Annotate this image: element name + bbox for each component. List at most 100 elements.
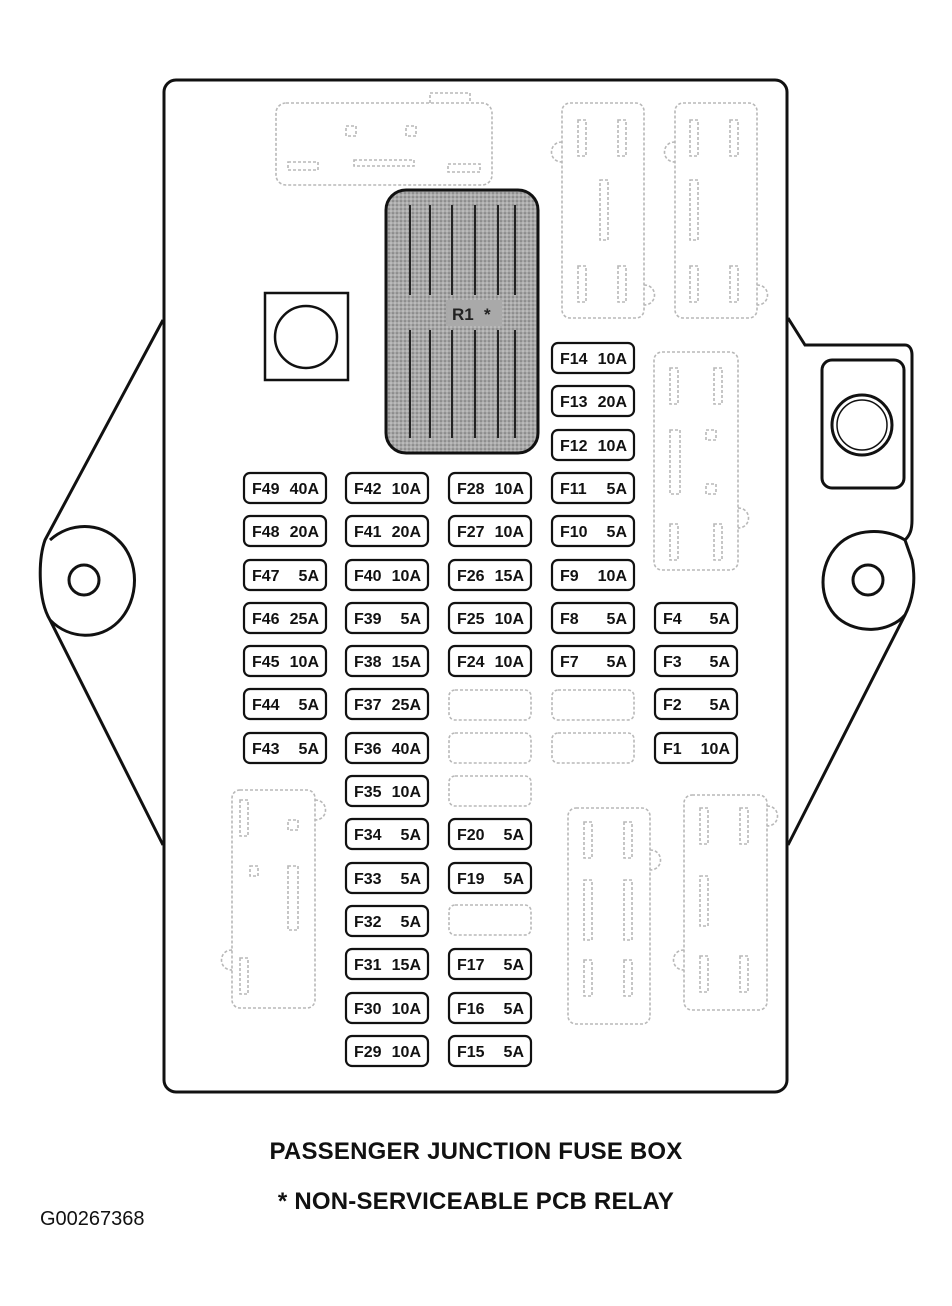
- fuse-rating: 5A: [710, 611, 731, 628]
- fuse-outline: [242, 471, 328, 505]
- fuse-id: F26: [457, 568, 485, 585]
- fuse-outline: [550, 644, 636, 678]
- fuse-outline: [550, 471, 636, 505]
- fuse-outline: [653, 731, 739, 765]
- fuse-outline: [653, 687, 739, 721]
- fuse-id: F30: [354, 1001, 382, 1018]
- fuse-id: F31: [354, 957, 382, 974]
- fuse-outline: [242, 601, 328, 635]
- fuse-rating: 5A: [607, 654, 628, 671]
- left-mounting-bracket: [38, 319, 165, 846]
- fuse-outline: [344, 861, 430, 895]
- fuse-outline: [550, 601, 636, 635]
- fuse-rating: 10A: [495, 481, 525, 498]
- fuse-rating: 5A: [401, 914, 422, 931]
- fuse-rating: 5A: [401, 827, 422, 844]
- fuse-outline: [653, 601, 739, 635]
- left-mounting-hole: [67, 563, 101, 597]
- fuse-rating: 10A: [598, 438, 628, 455]
- fuse-id: F13: [560, 394, 588, 411]
- fuse-rating: 10A: [495, 654, 525, 671]
- fuse-f39: F39 5A: [344, 601, 430, 635]
- fuse-id: F29: [354, 1044, 382, 1061]
- fuse-id: F39: [354, 611, 382, 628]
- fuse-f43: F43 5A: [242, 731, 328, 765]
- fuse-outline: [344, 947, 430, 981]
- fuse-outline: [447, 817, 533, 851]
- fuse-id: F16: [457, 1001, 485, 1018]
- fuse-id: F49: [252, 481, 280, 498]
- fuse-id: F20: [457, 827, 485, 844]
- fuse-id: F45: [252, 654, 280, 671]
- fuse-id: F17: [457, 957, 485, 974]
- fuse-f33: F33 5A: [344, 861, 430, 895]
- fuse-rating: 40A: [392, 741, 422, 758]
- fuse-id: F47: [252, 568, 280, 585]
- fuse-outline: [344, 1034, 430, 1068]
- fuse-outline: [550, 514, 636, 548]
- fuse-f17: F17 5A: [447, 947, 533, 981]
- fuse-rating: 5A: [401, 871, 422, 888]
- fuse-rating: 20A: [392, 524, 422, 541]
- fuse-id: F27: [457, 524, 485, 541]
- fuse-outline: [550, 384, 636, 418]
- diagram-title: PASSENGER JUNCTION FUSE BOX: [269, 1138, 683, 1165]
- fuse-outline: [242, 731, 328, 765]
- fuse-rating: 10A: [290, 654, 320, 671]
- fuse-f45: F45 10A: [242, 644, 328, 678]
- fuse-rating: 5A: [710, 697, 731, 714]
- fuse-rating: 15A: [495, 568, 525, 585]
- fuse-outline: [344, 558, 430, 592]
- fuse-rating: 5A: [607, 481, 628, 498]
- fuse-outline: [242, 514, 328, 548]
- fuse-id: F42: [354, 481, 382, 498]
- fuse-f26: F26 15A: [447, 558, 533, 592]
- fuse-id: F34: [354, 827, 382, 844]
- pcb-relay-r1: R1 *: [384, 188, 540, 455]
- fuse-rating: 15A: [392, 654, 422, 671]
- fuse-rating: 5A: [504, 957, 525, 974]
- fuse-outline: [550, 558, 636, 592]
- fuse-rating: 10A: [598, 351, 628, 368]
- fuse-outline: [242, 687, 328, 721]
- fuse-id: F19: [457, 871, 485, 888]
- fuse-id: F48: [252, 524, 280, 541]
- figure-code: G00267368: [40, 1208, 145, 1230]
- fuse-rating: 5A: [401, 611, 422, 628]
- housing-bolt-stud: [263, 291, 350, 382]
- fuse-rating: 10A: [701, 741, 731, 758]
- fuse-outline: [447, 947, 533, 981]
- fuse-rating: 5A: [299, 741, 320, 758]
- fuse-id: F33: [354, 871, 382, 888]
- fuse-outline: [447, 471, 533, 505]
- fuse-id: F41: [354, 524, 382, 541]
- fuse-id: F12: [560, 438, 588, 455]
- fuse-id: F40: [354, 568, 382, 585]
- fuse-f40: F40 10A: [344, 558, 430, 592]
- fuse-rating: 10A: [392, 568, 422, 585]
- fuse-id: F43: [252, 741, 280, 758]
- fuse-rating: 10A: [598, 568, 628, 585]
- fuse-id: F44: [252, 697, 280, 714]
- relay-label: R1: [452, 305, 474, 324]
- fuse-rating: 10A: [392, 1044, 422, 1061]
- fuse-id: F8: [560, 611, 579, 628]
